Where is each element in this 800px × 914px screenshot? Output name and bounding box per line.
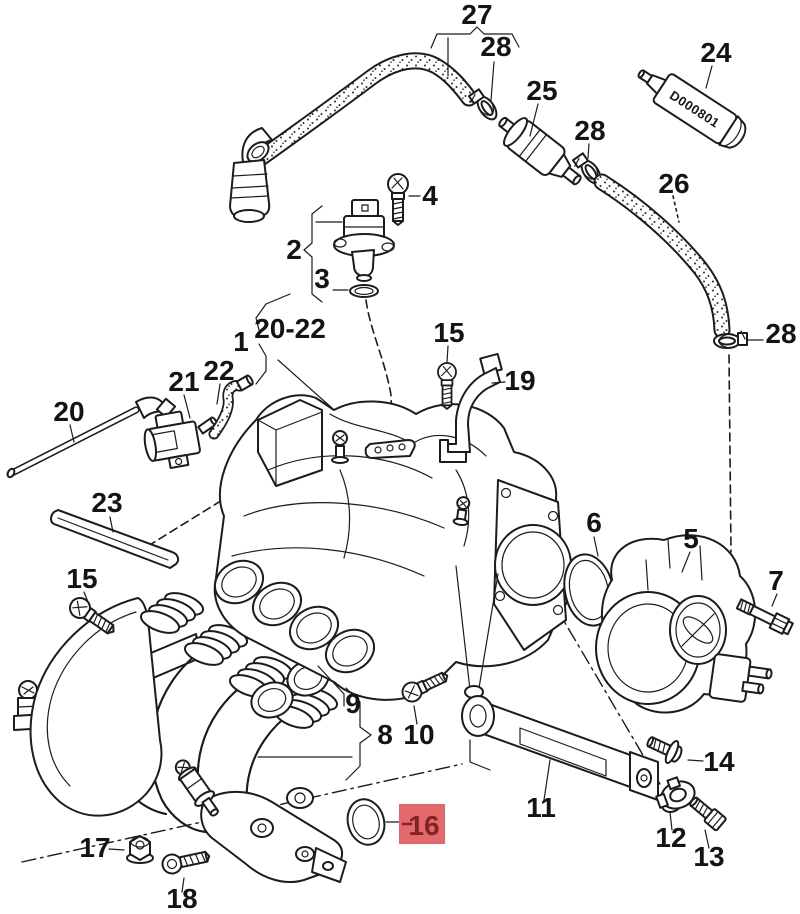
hose-elbow-connector xyxy=(229,127,273,223)
part-label-24: 24 xyxy=(700,37,732,68)
support-bar-11 xyxy=(461,695,659,801)
part-label-14: 14 xyxy=(703,746,735,777)
fuel-injector xyxy=(174,759,219,817)
part-label-28-a: 28 xyxy=(480,31,511,62)
part-label-9: 9 xyxy=(345,688,361,719)
hose26-leader xyxy=(672,195,680,223)
brace-1 xyxy=(255,293,333,409)
part-label-13: 13 xyxy=(693,841,724,872)
sealant-tube-24: D000801 xyxy=(637,69,747,149)
part-label-5: 5 xyxy=(683,523,699,554)
trim-strip-23 xyxy=(50,509,180,569)
part-label-3: 3 xyxy=(314,263,330,294)
part-label-20-22: 20-22 xyxy=(254,313,326,344)
part-label-10: 10 xyxy=(403,719,434,750)
part-label-22: 22 xyxy=(203,355,234,386)
part-label-2: 2 xyxy=(286,234,302,265)
bolt-7 xyxy=(735,598,794,636)
seal-3 xyxy=(349,284,379,298)
bolt-13 xyxy=(689,796,727,832)
part-label-15-left: 15 xyxy=(66,563,97,594)
sensor-port-leader xyxy=(365,299,394,445)
part-labels: 27 28 25 24 28 26 28 4 2 3 1 20-22 15 19… xyxy=(53,0,796,914)
part-label-17: 17 xyxy=(79,832,110,863)
part-label-11: 11 xyxy=(526,792,556,823)
throttle-body-5 xyxy=(595,534,773,714)
vacuum-valve-21 xyxy=(143,410,218,469)
clamp-28-a xyxy=(466,86,502,126)
screw-4 xyxy=(387,173,409,226)
vacuum-nipple xyxy=(331,430,349,464)
sensor-2 xyxy=(333,199,395,282)
hose-to-throttle-leader xyxy=(728,354,732,553)
hose-22 xyxy=(208,374,254,440)
part-label-6: 6 xyxy=(586,507,602,538)
part-label-20: 20 xyxy=(53,396,84,427)
part-label-7: 7 xyxy=(768,565,784,596)
hose-26 xyxy=(593,173,731,339)
screw-15-top xyxy=(437,362,457,410)
part-label-21: 21 xyxy=(168,366,199,397)
fuel-valve-25 xyxy=(498,116,582,186)
vacuum-nipple-2 xyxy=(452,496,471,527)
manifold-bottom-bracket xyxy=(200,787,347,884)
leader-lines xyxy=(69,26,778,893)
clamp-12 xyxy=(655,776,696,813)
strip23-leader xyxy=(147,493,233,547)
bracket-19 xyxy=(439,352,503,463)
upper-intake-manifold xyxy=(213,394,573,701)
pipe-20 xyxy=(6,396,177,479)
part-label-19: 19 xyxy=(504,365,535,396)
part-label-8: 8 xyxy=(377,719,393,750)
part-label-16-highlighted: 16 xyxy=(408,810,439,841)
part-label-28-c: 28 xyxy=(765,318,796,349)
throttle-flange xyxy=(455,479,572,699)
part-label-28-b: 28 xyxy=(574,115,605,146)
part-label-23: 23 xyxy=(91,487,122,518)
part-label-25: 25 xyxy=(526,75,557,106)
seal-ring-16 xyxy=(346,798,386,846)
part-label-26: 26 xyxy=(658,168,689,199)
brace-2 xyxy=(303,205,343,303)
part-label-18: 18 xyxy=(166,883,197,914)
part-label-27: 27 xyxy=(461,0,492,30)
hose-27 xyxy=(229,52,478,223)
part-label-15-top: 15 xyxy=(433,317,464,348)
part-label-12: 12 xyxy=(655,822,686,853)
nut-17 xyxy=(126,835,154,864)
bracket-axis-centerline xyxy=(527,559,661,785)
lower-intake-manifold xyxy=(13,587,347,884)
screw-14 xyxy=(646,736,683,765)
part-label-1: 1 xyxy=(233,326,249,357)
part-label-4: 4 xyxy=(422,180,438,211)
bolt-18 xyxy=(161,850,211,875)
